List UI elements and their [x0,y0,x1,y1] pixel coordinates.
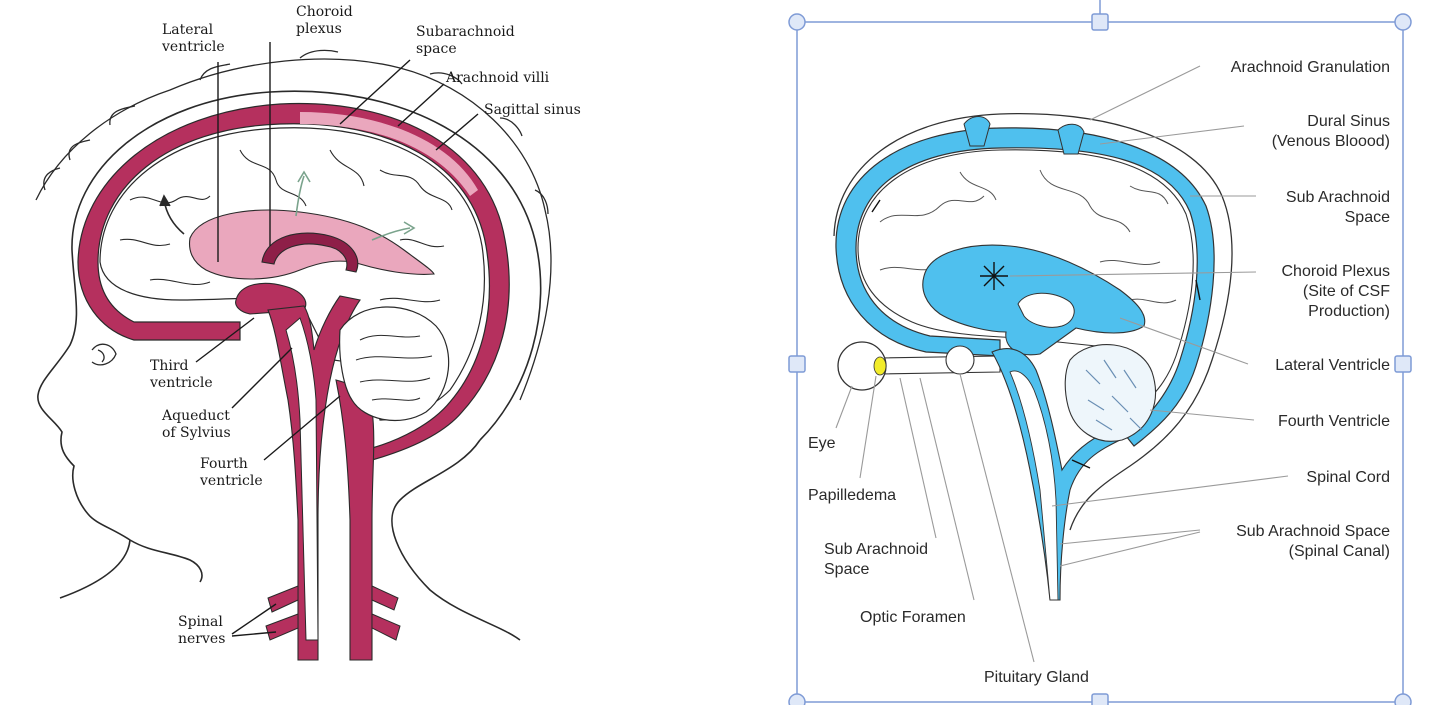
spinal-nerves [265,585,401,641]
resize-handle-top-left[interactable] [788,13,806,31]
cerebellum-right [1064,344,1156,442]
label-optic-foramen: Optic Foramen [860,609,966,626]
resize-handle-middle-right[interactable] [1394,355,1412,373]
spinal-cord-right [1009,370,1059,601]
label-lateral-ventricle-right: Lateral Ventricle [1275,357,1390,374]
label-pituitary-gland: Pituitary Gland [984,669,1089,686]
resize-handle-top-right[interactable] [1394,13,1412,31]
left-leader-lines [195,42,479,637]
brainstem [285,317,319,641]
flow-arrows [159,170,416,241]
label-arachnoid-granulation: Arachnoid Granulation [1231,59,1390,76]
flow-arrows-right [871,199,1201,469]
label-dural-sinus: Dural Sinus(Venous Bloood) [1272,113,1390,150]
resize-handle-middle-left[interactable] [788,355,806,373]
resize-handle-bottom-right[interactable] [1394,693,1412,705]
right-leader-lines [835,65,1289,663]
spinal-canal [335,379,375,661]
gyri-lines [119,149,453,303]
label-arachnoid-villi: Arachnoid villi [445,70,550,86]
label-fourth-ventricle-right: Fourth Ventricle [1278,413,1390,430]
lateral-ventricle [188,209,435,280]
choroid-plexus [261,232,359,273]
neck-outline [391,439,521,641]
resize-handle-top-middle[interactable] [1091,13,1109,31]
eye-mark [91,343,117,366]
skull-outline [71,90,542,441]
label-spinal-cord: Spinal Cord [1306,469,1390,486]
label-eye: Eye [808,435,836,452]
resize-handle-bottom-left[interactable] [788,693,806,705]
choroid-plexus-star [980,262,1008,290]
cerebellum [339,306,450,422]
third-ventricle-right [1017,292,1075,328]
resize-handle-bottom-middle[interactable] [1091,693,1109,705]
papilledema-spot [873,356,887,376]
selection-handles[interactable] [788,13,1412,705]
subarachnoid-band [77,102,510,461]
label-sagittal-sinus: Sagittal sinus [484,102,581,118]
eye-right [837,341,975,391]
head-outline [833,112,1233,531]
optic-channel [879,355,1001,375]
label-papilledema: Papilledema [808,487,896,504]
right-brain-diagram: Arachnoid Granulation Dural Sinus(Venous… [788,0,1412,705]
hair-outline [35,49,552,401]
subarachnoid-band-blue [835,127,1215,447]
face-profile [37,249,203,599]
sagittal-sinus-strip [300,112,478,196]
third-ventricle [235,282,307,315]
arachnoid-granulations [963,116,1085,155]
label-sub-arachnoid-space-spinal: Sub Arachnoid Space(Spinal Canal) [1236,523,1390,560]
